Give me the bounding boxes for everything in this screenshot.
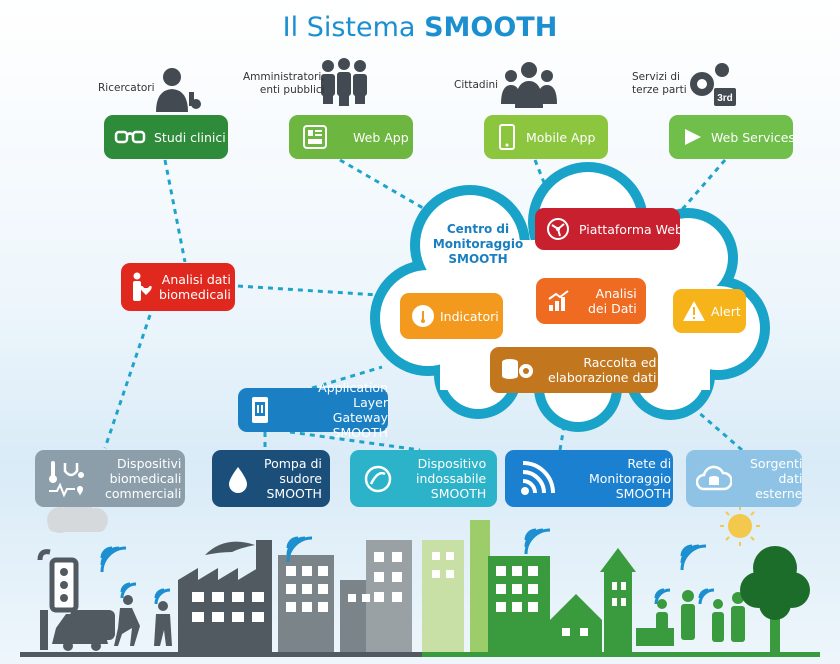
sweat-drop-icon	[224, 465, 252, 493]
actor-amministratori: Amministratori, enti pubblici	[243, 71, 325, 96]
plug-icon	[681, 126, 705, 148]
warning-icon	[681, 300, 707, 322]
rete-label: Rete di Monitoraggio SMOOTH	[589, 456, 672, 501]
indossabile-label: Dispositivo indossabile SMOOTH	[416, 456, 487, 501]
car	[52, 614, 108, 644]
piattaforma-web-box: Piattaforma Web	[535, 208, 683, 250]
connector-gateway-cloud	[311, 365, 383, 390]
rete-di-monitoraggio-box: Rete di Monitoraggio SMOOTH	[505, 450, 673, 507]
connector-webapp-cloud	[339, 158, 431, 214]
wifi-icon	[120, 582, 137, 599]
mobile-app-box: Mobile App	[484, 115, 608, 159]
wearable-device-icon	[362, 464, 394, 494]
connector-mobile-cloud	[533, 159, 547, 186]
web-app-box: Web App	[289, 115, 413, 159]
indicatori-label: Indicatori	[440, 308, 499, 324]
glasses-icon	[112, 128, 148, 146]
database-gears-icon	[500, 357, 536, 383]
tree-icon	[740, 546, 810, 620]
wifi-icon	[524, 528, 551, 555]
actor-servizi: Servizi di terze parti	[632, 71, 687, 96]
wifi-signal-icon	[517, 460, 557, 497]
wifi-icon	[100, 546, 127, 573]
svg-text:3rd: 3rd	[717, 93, 733, 104]
cloud-title: Centro di Monitoraggio SMOOTH	[432, 222, 524, 266]
city-green	[422, 520, 820, 657]
wifi-icon	[698, 588, 715, 605]
alert-box: Alert	[673, 289, 746, 333]
actor-cittadini: Cittadini	[454, 79, 499, 91]
analisi-dei-dati-box: Analisi dei Dati	[536, 278, 646, 324]
chart-growth-icon	[546, 289, 572, 313]
pompa-di-sudore-box: Pompa di sudore SMOOTH	[212, 450, 330, 507]
pompa-label: Pompa di sudore SMOOTH	[264, 456, 322, 501]
heart-person-icon	[129, 272, 153, 302]
alert-label: Alert	[711, 303, 741, 319]
application-gateway-box: Application Layer Gateway SMOOTH	[238, 380, 388, 440]
actor-icons: 3rd	[156, 58, 736, 112]
connector-webservices-cloud	[678, 159, 727, 213]
raccolta-elaborazione-box: Raccolta ed elaborazione dati	[490, 347, 658, 393]
studi-clinici-box: Studi clinici	[104, 115, 228, 159]
connector-studi-analisi	[163, 159, 187, 263]
dispositivi-biomedicali-box: Dispositivi biomedicali commerciali	[35, 450, 185, 507]
web-app-label: Web App	[353, 129, 409, 145]
actor-ricercatori: Ricercatori	[98, 82, 155, 94]
dispositivi-label: Dispositivi biomedicali commerciali	[105, 456, 182, 501]
analisi-dati-label: Analisi dati biomedicali	[159, 272, 231, 302]
connector-sorgenti-cloud	[689, 403, 743, 452]
sorgenti-dati-esterne-box: Sorgenti dati esterne	[686, 450, 802, 507]
mobile-app-label: Mobile App	[526, 129, 596, 145]
researcher-icon	[156, 68, 201, 112]
thermometer-stethoscope-icon	[47, 459, 87, 499]
connector-analisi-cloud	[237, 284, 379, 297]
title-prefix: Il Sistema	[282, 12, 416, 43]
piattaforma-web-label: Piattaforma Web	[579, 221, 683, 237]
analisi-dei-dati-label: Analisi dei Dati	[588, 286, 637, 316]
city-industrial	[20, 540, 422, 657]
wifi-icon	[286, 536, 313, 563]
web-app-icon	[299, 125, 331, 149]
wifi-icon	[154, 588, 171, 605]
network-globe-icon	[545, 217, 571, 241]
page-title: Il Sistema SMOOTH	[0, 12, 840, 43]
gateway-phone-icon	[248, 396, 272, 424]
raccolta-label: Raccolta ed elaborazione dati	[548, 355, 657, 385]
studi-clinici-label: Studi clinici	[154, 129, 226, 145]
indicatori-box: Indicatori	[400, 293, 503, 339]
web-services-label: Web Services	[711, 129, 795, 145]
wifi-signals	[100, 528, 715, 605]
web-services-box: Web Services	[669, 115, 795, 159]
wifi-icon	[654, 588, 671, 605]
cloud-database-icon	[696, 465, 732, 493]
citizens-icon	[501, 62, 557, 108]
third-party-services-icon: 3rd	[690, 63, 736, 106]
analisi-dati-biomedicali-box: Analisi dati biomedicali	[121, 263, 235, 311]
title-bold: SMOOTH	[424, 12, 558, 43]
sun-icon	[720, 506, 760, 546]
connector-gateway-indossabile	[289, 430, 421, 452]
administrators-icon	[321, 58, 367, 106]
connector-analisi-dispositivi	[103, 314, 152, 449]
gateway-label: Application Layer Gateway SMOOTH	[318, 380, 388, 440]
gauge-icon	[410, 304, 436, 328]
wifi-icon	[680, 544, 707, 571]
smartphone-icon	[496, 124, 518, 150]
sorgenti-label: Sorgenti dati esterne	[750, 456, 803, 501]
dispositivo-indossabile-box: Dispositivo indossabile SMOOTH	[350, 450, 497, 507]
connectors	[103, 158, 743, 452]
